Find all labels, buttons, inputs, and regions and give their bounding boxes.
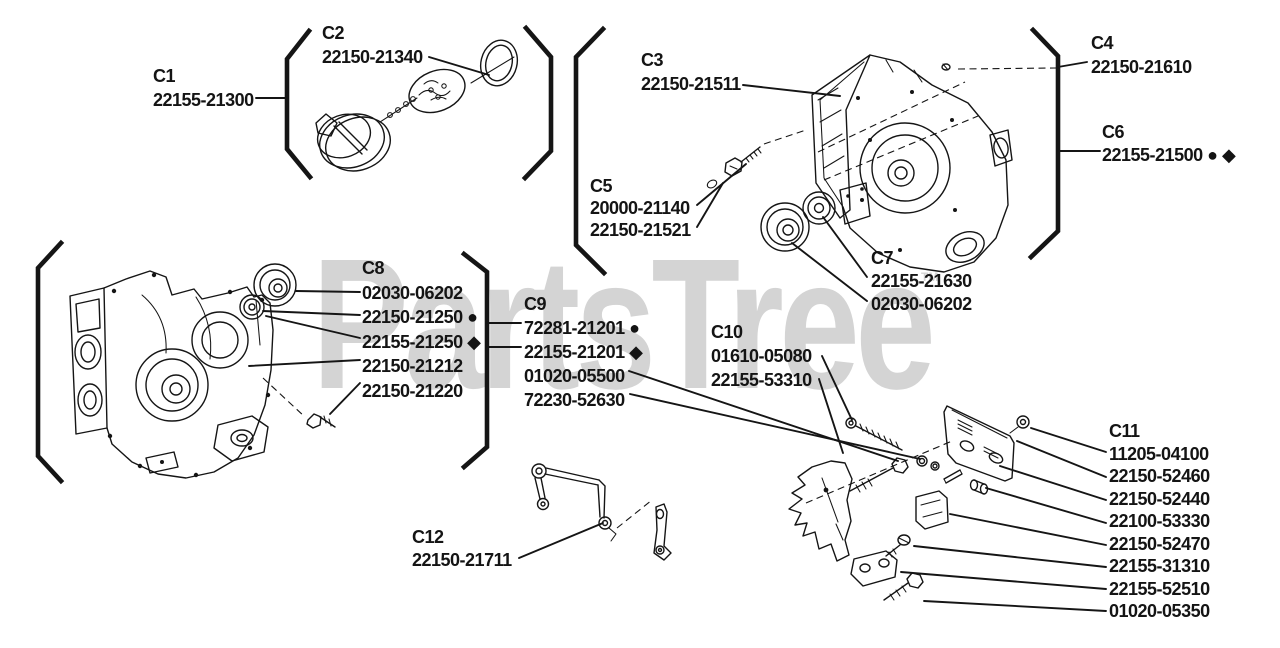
label-group-c5: C5 20000-21140 22150-21521 xyxy=(590,175,691,241)
part-number: 22100-53330 xyxy=(1109,511,1210,531)
part-number: 22155-52510 xyxy=(1109,578,1210,599)
ref-id: C6 xyxy=(1102,122,1125,142)
label-group-c2: C2 22150-21340 xyxy=(322,21,423,69)
part-number: 22150-52470 xyxy=(1109,533,1210,554)
watermark: PartsTree TM xyxy=(312,221,938,428)
crank-bearing-seal-left xyxy=(239,263,336,429)
section-brackets xyxy=(35,24,1061,485)
fuel-cap-drawing xyxy=(315,39,519,172)
part-number: 22150-21212 xyxy=(362,356,463,376)
part-number: 22155-21250 ◆ xyxy=(362,331,481,352)
label-group-c9: C9 72281-21201 ● 22155-21201 ◆ 01020-055… xyxy=(524,292,643,412)
part-number: 22155-21500 ● ◆ xyxy=(1102,145,1236,165)
part-number: 22150-21511 xyxy=(641,74,741,94)
label-group-c12: C12 22150-21711 xyxy=(412,526,512,572)
part-number: 02030-06202 xyxy=(871,294,972,314)
watermark-tm: TM xyxy=(921,270,938,284)
vent-screw-drawing xyxy=(941,63,951,71)
leader-lines xyxy=(248,56,1107,612)
left-crankcase-drawing xyxy=(69,270,306,479)
part-number: 02030-06202 xyxy=(362,282,463,303)
part-number: 22155-21201 ◆ xyxy=(524,342,643,362)
bracket-cap-right xyxy=(521,24,554,182)
bracket-rightcase-right xyxy=(1027,26,1061,261)
part-number: 72230-52630 xyxy=(524,390,625,410)
part-number: 22150-21521 xyxy=(590,220,691,240)
part-number: 22155-53310 xyxy=(711,370,812,390)
label-group-c7: C7 22155-21630 02030-06202 xyxy=(871,247,972,316)
bracket-cap-left xyxy=(284,27,314,181)
ref-id: C3 xyxy=(641,50,664,70)
watermark-text: PartsTree xyxy=(312,221,932,428)
part-number: 22155-21300 xyxy=(153,90,254,110)
label-group-c10: C10 01610-05080 22155-53310 xyxy=(711,320,812,392)
ref-id: C5 xyxy=(590,176,613,196)
label-group-c1: C1 22155-21300 xyxy=(153,64,254,112)
label-group-c3: C3 22150-21511 xyxy=(641,48,741,96)
label-group-c8: C8 02030-06202 22150-21250 ● 22155-21250… xyxy=(362,256,481,403)
part-number: 22150-21610 xyxy=(1091,57,1192,77)
spike-bumper-drawing xyxy=(788,460,853,562)
ref-id: C11 xyxy=(1109,421,1140,441)
bracket-leftcase-right xyxy=(460,250,490,471)
bracket-leftcase-left xyxy=(35,239,65,485)
part-number: 01020-05350 xyxy=(1109,601,1210,621)
part-number: 11205-04100 xyxy=(1109,443,1209,464)
crank-bearing-seal-right xyxy=(760,191,836,252)
oil-screw-drawing xyxy=(706,129,807,189)
part-number: 20000-21140 xyxy=(590,198,690,218)
part-number: 01020-05500 xyxy=(524,366,625,386)
guide-bracket-drawing xyxy=(531,463,672,561)
bar-stud-hardware-drawing xyxy=(805,405,1030,601)
ref-id: C10 xyxy=(711,322,743,342)
part-number: 72281-21201 ● xyxy=(524,318,640,338)
label-group-c6: C6 22155-21500 ● ◆ xyxy=(1102,121,1236,167)
part-number: 01610-05080 xyxy=(711,346,812,366)
part-number: 22150-52460 xyxy=(1109,466,1210,486)
ref-id: C8 xyxy=(362,258,385,278)
bracket-rightcase-left xyxy=(573,25,608,277)
right-crankcase-drawing xyxy=(811,54,1013,273)
label-group-c11: C11 11205-04100 22150-52460 22150-52440 … xyxy=(1109,420,1210,623)
ref-id: C2 xyxy=(322,23,345,43)
part-number: 22150-21711 xyxy=(412,550,512,570)
label-group-c4: C4 22150-21610 xyxy=(1091,31,1192,79)
ref-id: C7 xyxy=(871,248,894,268)
part-number: 22155-21630 xyxy=(871,271,972,291)
ref-id: C12 xyxy=(412,527,444,547)
part-number: 22150-21250 ● xyxy=(362,307,478,327)
ref-id: C9 xyxy=(524,294,547,314)
cap-retainer-ring xyxy=(479,39,519,87)
ref-id: C4 xyxy=(1091,33,1114,53)
part-number: 22150-52440 xyxy=(1109,488,1210,509)
part-number: 22155-31310 xyxy=(1109,556,1210,576)
ref-id: C1 xyxy=(153,66,176,86)
part-number: 22150-21220 xyxy=(362,380,463,401)
part-number: 22150-21340 xyxy=(322,47,423,67)
